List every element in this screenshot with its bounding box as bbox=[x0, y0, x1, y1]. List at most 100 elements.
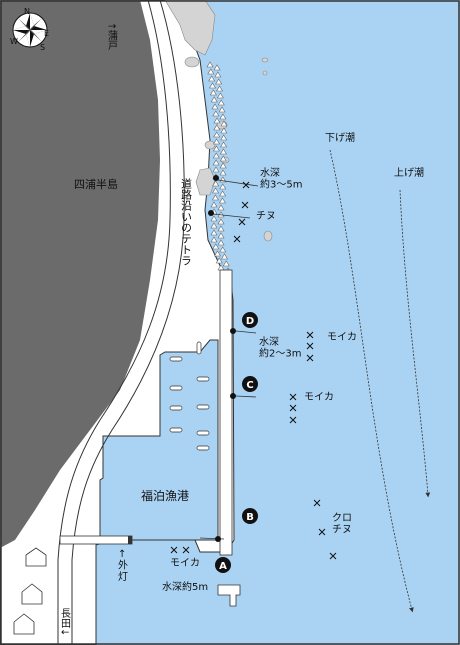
tetrapod bbox=[217, 218, 225, 225]
point-d-marker bbox=[242, 312, 258, 328]
tetrapod bbox=[217, 232, 225, 239]
fishing-spot-cross bbox=[241, 201, 249, 209]
pier-end bbox=[128, 536, 132, 544]
tetrapod bbox=[212, 187, 220, 194]
tetrapod bbox=[212, 145, 220, 152]
point-b-marker bbox=[242, 508, 258, 524]
outer-pier bbox=[59, 535, 133, 545]
point-markers: D C B A bbox=[215, 312, 258, 573]
label-moika-a: モイカ bbox=[170, 557, 200, 569]
tetrapod bbox=[210, 229, 218, 236]
point-c-label: C bbox=[246, 380, 253, 391]
fishing-spot-cross bbox=[170, 546, 178, 554]
tetrapod bbox=[208, 82, 217, 89]
tetrapod bbox=[212, 159, 220, 166]
tetrapod bbox=[213, 138, 221, 145]
tetrapod bbox=[219, 148, 227, 155]
tetrapod bbox=[212, 180, 220, 187]
label-agege-tide: 上げ潮 bbox=[394, 166, 424, 179]
point-a-label: A bbox=[219, 561, 227, 572]
label-depth-5m: 水深約5m bbox=[162, 580, 208, 593]
tetrapod bbox=[216, 92, 224, 99]
tetrapod bbox=[217, 239, 225, 246]
tetrapod bbox=[220, 134, 228, 141]
rocks bbox=[164, 0, 273, 242]
tetrapod bbox=[219, 113, 227, 120]
tetrapod bbox=[209, 89, 217, 96]
compass-n: N bbox=[24, 7, 30, 16]
point-b-label: B bbox=[246, 512, 254, 523]
compass-w: W bbox=[10, 37, 18, 46]
tetrapod bbox=[208, 75, 216, 82]
tetrapod bbox=[212, 152, 220, 159]
tetrapod bbox=[213, 250, 222, 257]
label-to-nagata: 長田↓ bbox=[59, 608, 71, 637]
shiura-peninsula-land bbox=[0, 0, 160, 548]
compass-icon bbox=[12, 12, 48, 48]
tetrapod bbox=[219, 155, 227, 162]
tetrapod bbox=[213, 124, 221, 131]
tetrapod bbox=[212, 243, 220, 250]
tetrapod bbox=[220, 253, 229, 260]
label-outer-light: ↑外灯 bbox=[118, 549, 128, 583]
tetrapod bbox=[214, 71, 222, 78]
fishing-spot-cross bbox=[242, 181, 250, 189]
tetrapod bbox=[215, 257, 223, 264]
tetrapod bbox=[220, 141, 228, 148]
tetrapod bbox=[219, 190, 227, 197]
fishing-spot-cross bbox=[313, 499, 321, 507]
label-moika-d: モイカ bbox=[327, 331, 357, 343]
tetrapod bbox=[210, 222, 218, 229]
tetrapod bbox=[213, 131, 221, 138]
tetrapod bbox=[211, 194, 219, 201]
point-a-marker bbox=[215, 557, 231, 573]
tetrapod bbox=[218, 197, 226, 204]
fishing-spot-cross bbox=[289, 404, 297, 412]
tetrapod bbox=[213, 117, 221, 124]
harbor-water bbox=[99, 339, 219, 541]
tetrapod bbox=[210, 96, 218, 103]
label-kuro-chinu: クロチヌ bbox=[332, 512, 352, 536]
tetrapod bbox=[219, 183, 227, 190]
tetrapod bbox=[210, 215, 218, 222]
tetrapod bbox=[219, 162, 227, 169]
fishing-spot-cross bbox=[329, 552, 337, 560]
tetrapod bbox=[210, 236, 218, 243]
leader-lines bbox=[199, 179, 259, 540]
fishing-spot-cross bbox=[238, 218, 246, 226]
fishing-spot-cross bbox=[233, 235, 241, 243]
label-depth-3-5m: 水深約3〜5m bbox=[260, 167, 302, 191]
agege-tide-arrow bbox=[399, 189, 431, 498]
label-shitage-tide: 下げ潮 bbox=[325, 131, 355, 144]
point-c-marker bbox=[242, 376, 258, 392]
tetrapod bbox=[207, 68, 215, 75]
fishing-spot-cross bbox=[289, 393, 297, 401]
label-chinu-top: チヌ bbox=[256, 210, 276, 222]
tetrapod bbox=[219, 246, 227, 253]
fishing-spot-cross bbox=[306, 331, 314, 339]
label-fukudomari-port: 福泊漁港 bbox=[141, 488, 189, 503]
tetrapod bbox=[210, 201, 218, 208]
label-to-kamado: ↑蒲戸 bbox=[106, 22, 118, 51]
harbor-boats bbox=[169, 341, 210, 451]
label-moika-c: モイカ bbox=[304, 391, 334, 403]
label-depth-2-3m: 水深約2〜3m bbox=[259, 336, 301, 360]
tetrapod bbox=[215, 78, 223, 85]
shitage-tide-arrow bbox=[329, 149, 414, 613]
tetrapod bbox=[222, 260, 230, 267]
small-jetty bbox=[217, 584, 241, 607]
tetrapod bbox=[217, 225, 225, 232]
tetrapod bbox=[220, 127, 228, 134]
compass-e: E bbox=[44, 29, 49, 38]
compass-s: S bbox=[40, 43, 45, 52]
fishing-spot-cross bbox=[289, 416, 297, 424]
tetrapod bbox=[219, 169, 227, 176]
tetrapod bbox=[213, 64, 221, 71]
harbor-breakwater bbox=[219, 269, 233, 556]
tetrapod bbox=[218, 106, 226, 113]
tetrapod bbox=[212, 110, 220, 117]
label-shiura-peninsula: 四浦半島 bbox=[74, 177, 118, 191]
label-roadside-tetra: 道路沿いのテトラ bbox=[180, 177, 193, 266]
